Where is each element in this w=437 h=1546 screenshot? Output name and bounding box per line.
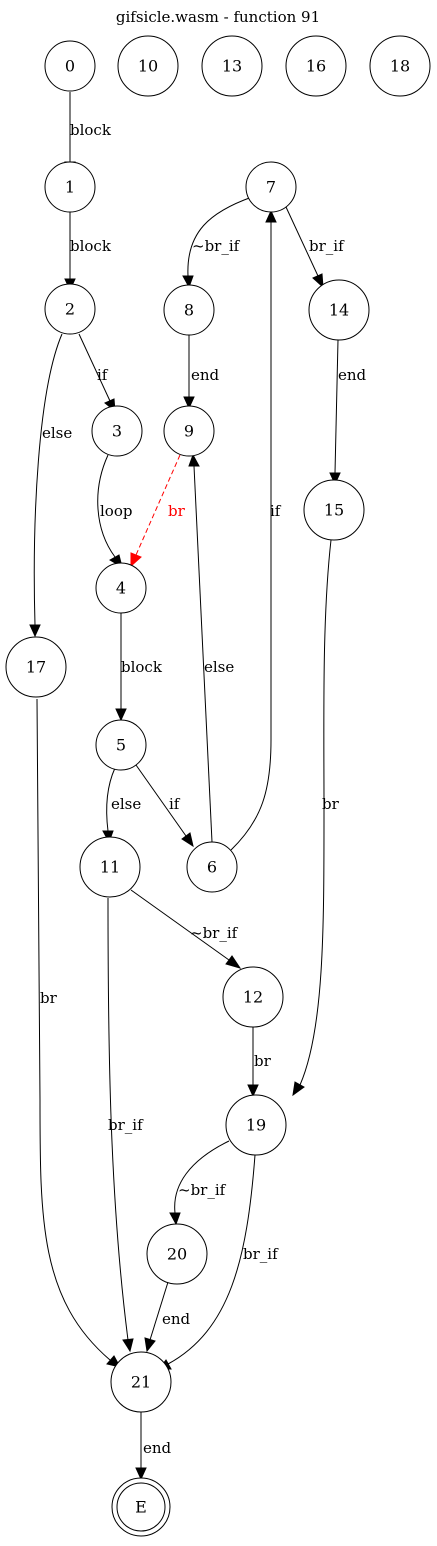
edge-11-12: ~br_if xyxy=(130,889,242,969)
svg-text:E: E xyxy=(135,1498,147,1517)
svg-text:16: 16 xyxy=(306,57,326,76)
node-7: 7 xyxy=(245,161,297,213)
svg-text:9: 9 xyxy=(184,422,194,441)
edge-label: block xyxy=(121,658,163,676)
node-9: 9 xyxy=(163,405,215,457)
edge-7-14: br_if xyxy=(285,206,345,289)
edge-label: br xyxy=(40,989,58,1007)
edge-label: else xyxy=(204,658,234,676)
edge-label: br xyxy=(168,502,186,520)
edge-label: if xyxy=(270,502,282,520)
edge-label: end xyxy=(338,366,367,384)
svg-text:21: 21 xyxy=(131,1373,151,1392)
svg-text:17: 17 xyxy=(26,658,46,677)
node-20: 20 xyxy=(146,1223,208,1285)
node-13: 13 xyxy=(201,35,263,97)
svg-text:18: 18 xyxy=(390,57,410,76)
svg-text:2: 2 xyxy=(65,300,75,319)
svg-text:13: 13 xyxy=(222,57,242,76)
edge-4-5: block xyxy=(115,612,163,722)
node-19: 19 xyxy=(225,1094,287,1156)
edge-6-9: else xyxy=(188,453,234,843)
svg-text:11: 11 xyxy=(100,858,120,877)
svg-text:7: 7 xyxy=(266,178,276,197)
edge-label: end xyxy=(162,1310,191,1328)
edge-7-8: ~br_if xyxy=(182,196,253,289)
edge-21-E: end xyxy=(135,1412,172,1481)
svg-text:0: 0 xyxy=(65,57,75,76)
edge-label: block xyxy=(70,121,112,139)
edge-6-7: if xyxy=(230,209,282,851)
svg-text:6: 6 xyxy=(207,858,217,877)
svg-text:1: 1 xyxy=(65,178,75,197)
node-3: 3 xyxy=(91,405,143,457)
edge-label: br_if xyxy=(243,1245,279,1263)
node-E: E xyxy=(111,1477,171,1537)
edge-5-6: if xyxy=(135,764,194,848)
edge-3-4: loop xyxy=(97,454,132,569)
edge-15-19: br xyxy=(292,539,340,1097)
node-15: 15 xyxy=(303,479,365,541)
edge-label: ~br_if xyxy=(178,1181,227,1199)
edge-label: loop xyxy=(100,502,132,520)
edge-2-3: if xyxy=(78,333,116,413)
edge-label: end xyxy=(143,1439,172,1457)
edge-label: else xyxy=(42,424,72,442)
node-8: 8 xyxy=(163,284,215,336)
edge-label: ~br_if xyxy=(192,237,241,255)
svg-text:5: 5 xyxy=(116,736,126,755)
edge-label: end xyxy=(191,366,220,384)
edge-label: br_if xyxy=(309,237,345,255)
svg-text:3: 3 xyxy=(112,422,122,441)
node-2: 2 xyxy=(44,283,96,335)
svg-text:4: 4 xyxy=(116,579,126,598)
node-14: 14 xyxy=(308,279,370,341)
edge-1-2: block xyxy=(64,212,112,292)
node-16: 16 xyxy=(285,35,347,97)
node-10: 10 xyxy=(117,35,179,97)
node-17: 17 xyxy=(5,636,67,698)
svg-text:14: 14 xyxy=(329,301,349,320)
edge-label: block xyxy=(70,237,112,255)
edge-19-20: ~br_if xyxy=(169,1140,230,1226)
diagram-title: gifsicle.wasm - function 91 xyxy=(116,8,320,26)
edge-20-21: end xyxy=(144,1281,191,1353)
node-0: 0 xyxy=(44,40,96,92)
edge-label: br_if xyxy=(108,1116,144,1134)
svg-text:15: 15 xyxy=(324,501,344,520)
edge-label: else xyxy=(111,795,141,813)
edge-5-11: else xyxy=(102,767,141,844)
edge-label: if xyxy=(97,366,109,384)
edge-label: ~br_if xyxy=(190,924,239,942)
edge-9-4: br xyxy=(130,454,186,568)
node-11: 11 xyxy=(79,836,141,898)
node-1: 1 xyxy=(44,161,96,213)
node-18: 18 xyxy=(369,35,431,97)
edge-label: if xyxy=(169,795,181,813)
edge-label: br xyxy=(322,795,340,813)
svg-text:20: 20 xyxy=(167,1245,187,1264)
edge-label: br xyxy=(254,1052,272,1070)
svg-text:19: 19 xyxy=(246,1116,266,1135)
svg-text:8: 8 xyxy=(184,301,194,320)
edge-2-17: else xyxy=(29,333,72,638)
node-5: 5 xyxy=(95,719,147,771)
edge-8-9: end xyxy=(183,335,220,410)
node-6: 6 xyxy=(186,841,238,893)
svg-text:10: 10 xyxy=(138,57,158,76)
edge-12-19: br xyxy=(247,1027,272,1098)
edge-14-15: end xyxy=(329,339,367,486)
node-21: 21 xyxy=(110,1351,172,1413)
edge-11-21: br_if xyxy=(107,897,144,1353)
edge-0-1: block xyxy=(64,92,112,175)
node-12: 12 xyxy=(222,966,284,1028)
svg-text:12: 12 xyxy=(243,988,263,1007)
node-4: 4 xyxy=(95,562,147,614)
